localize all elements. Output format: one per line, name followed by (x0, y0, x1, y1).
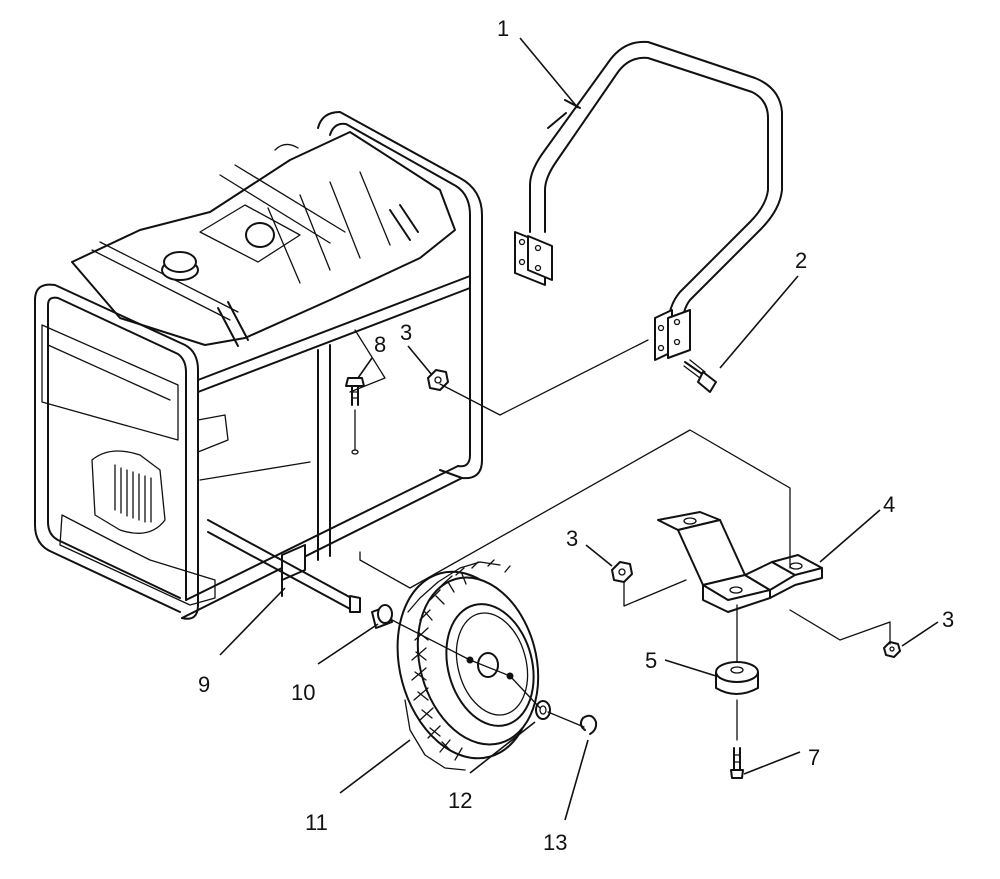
callout-4: 4 (883, 492, 895, 517)
callout-3-bracket-right: 3 (942, 607, 954, 632)
callout-2: 2 (795, 248, 807, 273)
callout-3-frame-nut: 3 (400, 320, 412, 345)
callout-5: 5 (645, 648, 657, 673)
wheel (396, 559, 540, 771)
callout-8: 8 (374, 332, 386, 357)
callout-1: 1 (497, 16, 509, 41)
handle (514, 40, 783, 361)
callout-7: 7 (808, 745, 820, 770)
clip (579, 714, 598, 735)
callout-9: 9 (198, 672, 210, 697)
part-number-labels: 1 2 3 8 4 3 3 5 7 9 10 11 12 13 (198, 16, 954, 855)
callout-leaders (219, 37, 939, 821)
bracket-nut-right (883, 641, 901, 658)
bracket (657, 511, 823, 613)
washer (535, 700, 551, 720)
callout-10: 10 (291, 680, 315, 705)
assembly-lines (359, 339, 891, 728)
handle-bolt (683, 359, 717, 393)
axle (207, 519, 361, 613)
bracket-nut-left (611, 561, 633, 583)
rubber-foot (715, 661, 759, 695)
spacer (371, 604, 393, 629)
frame-bolt (345, 377, 365, 455)
generator-body (34, 111, 483, 620)
callout-3-bracket-left: 3 (566, 526, 578, 551)
callout-12: 12 (448, 788, 472, 813)
foot-bolt (730, 699, 744, 779)
callout-13: 13 (543, 830, 567, 855)
callout-11: 11 (305, 810, 328, 835)
